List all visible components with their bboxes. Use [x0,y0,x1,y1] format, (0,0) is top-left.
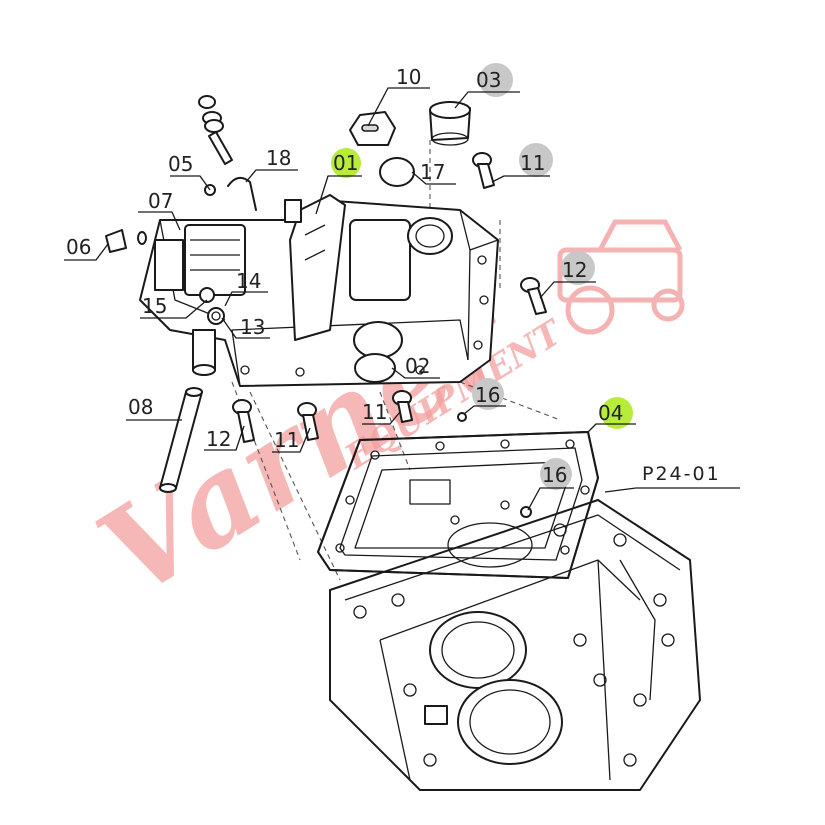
sleeve-part-03 [429,101,471,146]
bolt-part-11-lower [297,402,319,441]
callout-11-lower: 11 [274,428,299,452]
pin-part-08 [159,387,203,493]
callout-07: 07 [148,189,173,213]
callouts: 10 03 05 18 01 17 11 07 06 12 14 [64,63,740,511]
callout-12-lower: 12 [206,427,231,451]
lift-cover-part-01 [139,194,499,387]
bolt-part-12-lower [232,399,255,443]
tractor-logo-icon [557,219,685,335]
callout-03-bubble [479,63,513,97]
o-ring-part-17 [379,157,415,187]
hose-fitting-part-18 [227,176,257,211]
callout-16-upper: 16 [475,383,500,407]
callout-04-highlight [601,397,633,429]
callout-03: 03 [476,68,501,92]
callout-12-right: 12 [562,258,587,282]
bolt-top [198,95,233,165]
callout-10: 10 [396,65,421,89]
transmission-housing [329,499,701,791]
page-code-label: P24-01 [642,463,721,485]
callout-16-bubble [472,378,504,410]
callout-06: 06 [66,235,91,259]
callout-01: 01 [333,151,358,175]
callout-14: 14 [236,269,261,293]
callout-08: 08 [128,395,153,419]
callout-12-bubble [561,251,595,285]
callout-11-top: 11 [520,151,545,175]
callout-04: 04 [598,401,623,425]
callout-16-lower-bubble [540,458,572,490]
callout-02: 02 [405,354,430,378]
dipstick-cap-part-10 [349,111,396,146]
callout-16-lower: 16 [542,463,567,487]
callout-11-mid: 11 [362,400,387,424]
callout-18: 18 [266,146,291,170]
plug-part-06 [105,229,147,253]
callout-01-highlight [331,148,361,178]
callout-05: 05 [168,152,193,176]
callout-15: 15 [142,294,167,318]
loose-parts [105,95,547,518]
dowel-part-16 [457,412,467,422]
gasket-part-04 [317,431,599,579]
callout-13: 13 [240,315,265,339]
callout-17: 17 [420,160,445,184]
bolt-part-11-top [472,152,495,189]
bolt-part-11-mid [392,390,413,423]
callout-11-bubble [519,143,553,177]
bolt-part-12-right [520,277,547,315]
